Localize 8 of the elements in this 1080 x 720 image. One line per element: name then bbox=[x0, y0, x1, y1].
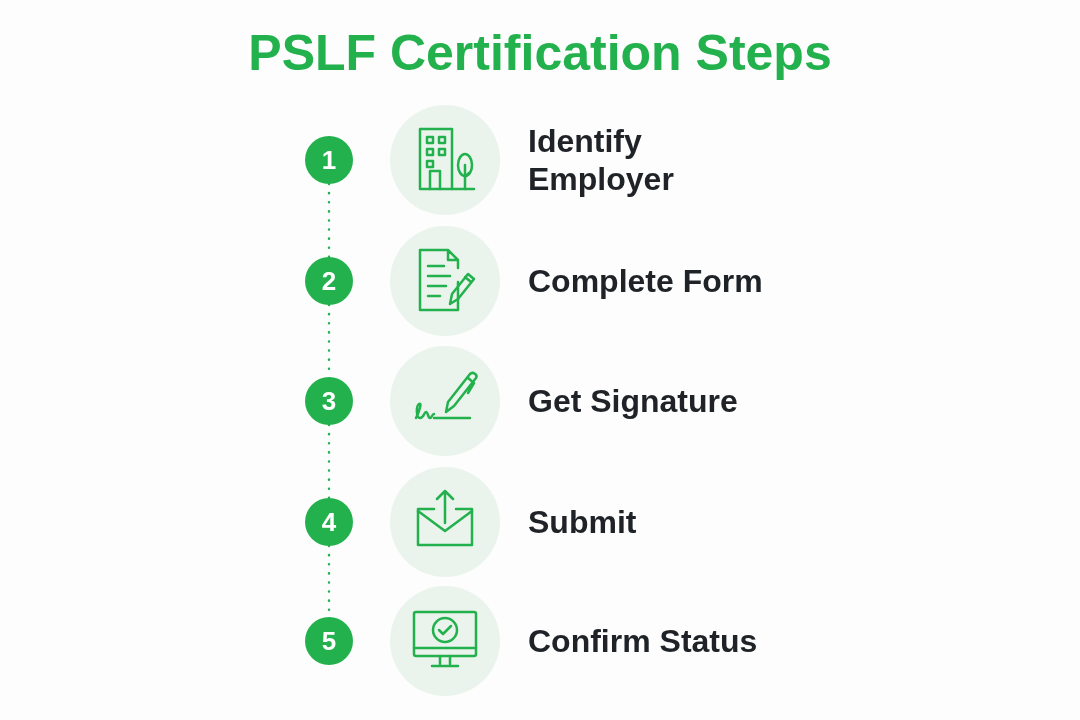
title: PSLF Certification Steps bbox=[247, 28, 833, 78]
dotted-connector bbox=[327, 423, 331, 500]
step-label: Complete Form bbox=[528, 262, 764, 301]
dotted-connector bbox=[327, 182, 331, 259]
step-label: Identify Employer bbox=[528, 122, 675, 199]
step-label: Confirm Status bbox=[528, 622, 759, 661]
step-label: Get Signature bbox=[528, 382, 739, 421]
step-label: Submit bbox=[528, 503, 638, 542]
